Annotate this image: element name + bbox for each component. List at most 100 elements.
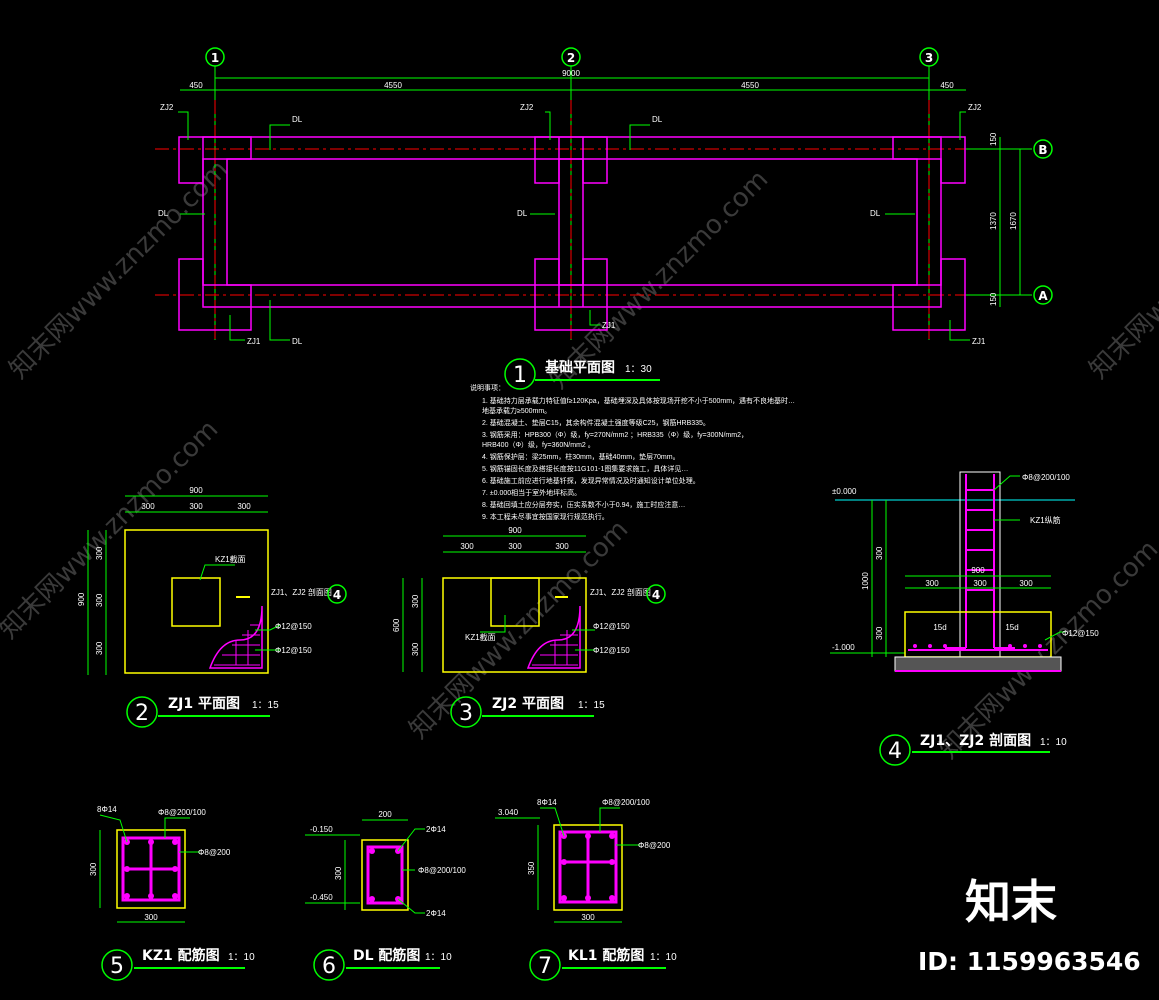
section-bubble — [646, 584, 666, 604]
dim-text: 4550 — [384, 81, 402, 90]
dim-text: 300 — [141, 502, 155, 511]
dl-detail: 200 300 -0.150 -0.450 2Φ14 Φ8@200/100 2Φ… — [305, 810, 466, 981]
title-number: 5 — [110, 954, 124, 979]
dim-text: 600 — [392, 618, 401, 632]
drawing-scale: 1：10 — [1040, 737, 1067, 748]
title-bubble — [313, 949, 345, 981]
dim-text: 300 — [95, 546, 104, 560]
col-label: KZ1截面 — [215, 554, 246, 564]
drawing-scale: 1：10 — [650, 952, 677, 963]
note-line: 3. 钢筋采用：HPB300（Φ）级，fy=270N/mm2 ；HRB335（Φ… — [482, 430, 748, 439]
axis-label: A — [1038, 289, 1048, 303]
rebar-label: Φ12@150 — [275, 622, 312, 631]
asset-id: ID: 1159963546 — [918, 947, 1141, 976]
watermark-text: 知末网www.znzmo.com — [1084, 154, 1159, 385]
label-zj1: ZJ1 — [602, 321, 616, 330]
title-bubble — [879, 734, 911, 766]
title-number: 1 — [513, 363, 527, 388]
dim-text: 300 — [875, 626, 884, 640]
footing-outline — [124, 529, 269, 674]
col-label: KZ1纵筋 — [1030, 515, 1061, 525]
drawing-scale: 1：15 — [252, 700, 279, 711]
zj-section: ±0.000 -1.000 900 300 300 — [830, 471, 1099, 766]
general-notes: 说明事项： 1. 基础持力层承载力特征值f≥120Kpa，基础埋深及具体按现场开… — [470, 383, 795, 521]
stirrup-label: Φ8@200/100 — [158, 808, 206, 817]
dim-text: 300 — [144, 913, 158, 922]
foundation-plan: 1 2 3 450 4550 9000 4550 450 — [155, 47, 1053, 390]
leader — [99, 814, 128, 843]
leader — [993, 475, 1020, 491]
footings — [178, 136, 966, 331]
dim-text: 300 — [581, 913, 595, 922]
top-bars-label: 2Φ14 — [426, 825, 446, 834]
elev-label: 3.040 — [498, 808, 519, 817]
axis-label: 3 — [925, 51, 933, 65]
column-rebar — [945, 474, 1015, 649]
note-line: 6. 基础施工前应进行地基钎探，发现异常情况及时通知设计单位处理。 — [482, 476, 700, 485]
dim-text: 350 — [527, 861, 536, 875]
elev-top: ±0.000 — [832, 487, 857, 496]
label-dl: DL — [870, 209, 881, 218]
dim-text: 300 — [925, 579, 939, 588]
drawing-title: KZ1 配筋图 — [142, 947, 220, 964]
section-bubble — [327, 584, 347, 604]
axis-label: 1 — [211, 51, 219, 65]
dim-text: 300 — [460, 542, 474, 551]
title-bubble — [126, 696, 158, 728]
note-line: 地基承载力≥500mm。 — [482, 406, 551, 415]
dim-text: 1370 — [989, 212, 998, 230]
stirrup-outer — [366, 845, 404, 905]
rebar-mesh — [214, 624, 260, 666]
note-line: 9. 本工程未尽事宜按国家现行规范执行。 — [482, 512, 609, 521]
title-number: 2 — [135, 701, 149, 726]
note-line: 4. 钢筋保护层：梁25mm，柱30mm，基础40mm，垫层70mm。 — [482, 452, 680, 461]
dim-text: 300 — [875, 546, 884, 560]
label-zj2: ZJ2 — [520, 103, 534, 112]
col-label: KZ1截面 — [465, 632, 496, 642]
dim-text: 900 — [971, 566, 985, 575]
label-dl: DL — [517, 209, 528, 218]
drawing-title: ZJ1 平面图 — [168, 696, 240, 712]
dim-text: 300 — [1019, 579, 1033, 588]
drawing-scale: 1：10 — [228, 952, 255, 963]
label-zj1: ZJ1 — [247, 337, 261, 346]
title-bubble — [101, 949, 133, 981]
rebar-dots — [913, 644, 1042, 648]
elev-top: -0.150 — [310, 825, 333, 834]
label-dl: DL — [292, 115, 303, 124]
title-number: 7 — [538, 954, 552, 979]
drawing-scale: 1：15 — [578, 700, 605, 711]
leader — [164, 817, 190, 838]
watermark-text: 知末网www.znzmo.com — [4, 154, 235, 385]
drawing-title: DL 配筋图 — [353, 947, 420, 964]
tie-label: Φ8@200 — [198, 848, 231, 857]
note-line: 5. 钢筋锚固长度及搭接长度按11G101-1图集要求施工，具体详见… — [482, 464, 688, 473]
dim-text: 300 — [237, 502, 251, 511]
dim-text: 900 — [508, 526, 522, 535]
kz1-detail: 8Φ14 Φ8@200/100 Φ8@200 300 300 5 KZ1 配筋图… — [89, 805, 255, 981]
drawing-title: KL1 配筋图 — [568, 947, 644, 964]
long-bars — [561, 833, 615, 901]
elev-bottom: -0.450 — [310, 893, 333, 902]
label-zj1: ZJ1 — [972, 337, 986, 346]
title-bubble — [450, 696, 482, 728]
dim-text: 300 — [973, 579, 987, 588]
dim-text: 150 — [989, 132, 998, 146]
section-outline — [116, 829, 186, 909]
dim-text: 300 — [189, 502, 203, 511]
axis-label: B — [1038, 143, 1047, 157]
label-zj2: ZJ2 — [968, 103, 982, 112]
rebar-label: Φ12@150 — [275, 646, 312, 655]
label-zj2: ZJ2 — [160, 103, 174, 112]
axis-bubble — [1033, 285, 1053, 305]
lap-text: 15d — [1005, 623, 1018, 632]
leader — [199, 564, 235, 581]
drawing-title: ZJ1、ZJ2 剖面图 — [920, 732, 1031, 749]
dim-text: 150 — [989, 292, 998, 306]
axis-label: 2 — [567, 51, 575, 65]
rebar-mesh — [532, 630, 578, 666]
section-number: 4 — [652, 588, 660, 602]
dim-text: 9000 — [562, 69, 580, 78]
